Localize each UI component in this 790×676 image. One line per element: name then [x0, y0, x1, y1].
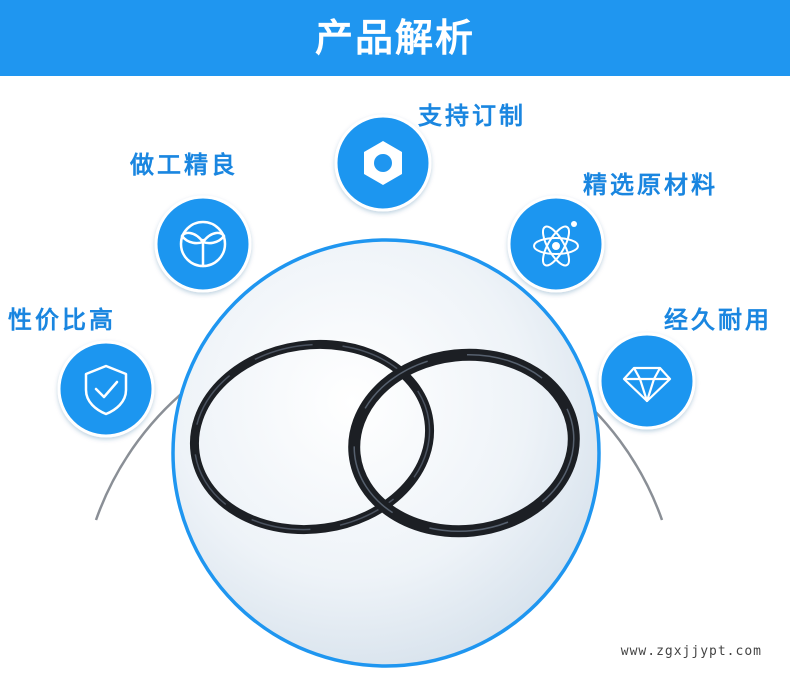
page-title: 产品解析: [314, 16, 475, 60]
header-banner: [0, 0, 790, 76]
hexagon-nut-icon: [364, 141, 402, 185]
watermark-url: www.zgxjjypt.com: [620, 644, 762, 659]
feature-label-fine-craft: 做工精良: [130, 151, 238, 179]
ring-right-highlight: [353, 353, 575, 533]
product-image-wear-rings: [189, 339, 580, 538]
ring-left-highlight: [193, 343, 431, 531]
feature-badge-value: [57, 340, 155, 438]
sprout-icon: [179, 220, 227, 268]
feature-label-material: 精选原材料: [583, 171, 718, 199]
atom-icon: [533, 221, 579, 267]
diamond-icon: [622, 366, 672, 403]
feature-label-durable: 经久耐用: [664, 306, 772, 334]
feature-label-value: 性价比高: [8, 306, 116, 334]
feature-badge-durable: [598, 332, 696, 430]
shield-check-icon: [84, 364, 128, 416]
feature-label-customizable: 支持订制: [418, 102, 526, 130]
product-circle: [171, 238, 601, 668]
